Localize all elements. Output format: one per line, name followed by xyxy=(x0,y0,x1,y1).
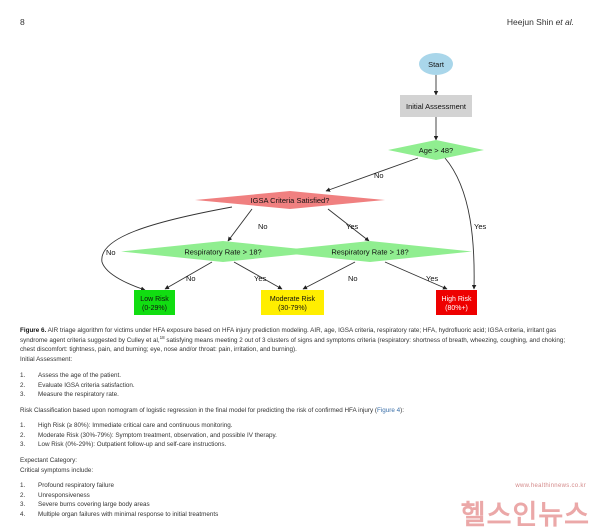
edge-label-rr-right-yes: Yes xyxy=(426,274,438,283)
flowchart-edges xyxy=(101,75,477,291)
assessment-box xyxy=(400,95,472,117)
list-item: 2.Unresponsiveness xyxy=(20,491,90,499)
igsa-diamond xyxy=(195,191,385,209)
low-risk-title: Low Risk xyxy=(140,296,169,303)
list-item: 3.Severe burns covering large body areas xyxy=(20,501,150,508)
running-header-author: Heejun Shin et al. xyxy=(507,17,574,27)
caption-reference: 18 xyxy=(159,334,165,340)
risk-classification-list: 1.High Risk (≥ 80%): Immediate critical … xyxy=(20,421,580,450)
list-item: 2.Moderate Risk (30%-79%): Symptom treat… xyxy=(20,431,277,439)
assessment-label: Initial Assessment xyxy=(406,102,467,111)
rr-left-diamond xyxy=(121,241,325,262)
edge-igsa-yes xyxy=(327,208,370,242)
node-start: Start xyxy=(419,53,453,75)
low-risk-box xyxy=(134,290,175,315)
list-item: 1.Profound respiratory failure xyxy=(20,482,114,489)
triage-flowchart: Start Initial Assessment Age > 48? IGSA … xyxy=(101,53,486,315)
figure-caption: Figure 6. AIR triage algorithm for victi… xyxy=(20,326,576,364)
edge-igsa-no xyxy=(227,208,253,242)
expectant-heading: Expectant Category: xyxy=(20,457,78,464)
node-initial-assessment: Initial Assessment xyxy=(400,95,472,117)
edge-label-age-yes: Yes xyxy=(474,222,486,231)
age-label: Age > 48? xyxy=(419,146,453,155)
edge-igsa-no-left xyxy=(101,206,233,291)
expectant-category: Expectant Category: Critical symptoms in… xyxy=(20,456,580,475)
edge-rr-right-no xyxy=(302,261,356,290)
edge-label-igsa-no-left: No xyxy=(106,248,116,257)
list-item: 3.Low Risk (0%-29%): Outpatient follow-u… xyxy=(20,441,227,448)
node-low-risk: Low Risk (0-29%) xyxy=(134,290,175,315)
node-age-decision: Age > 48? xyxy=(388,140,484,160)
edge-age-no xyxy=(325,157,419,192)
edge-label-rr-left-no: No xyxy=(186,274,196,283)
critical-symptoms-list: 1.Profound respiratory failure 2.Unrespo… xyxy=(20,481,580,519)
rr-right-diamond xyxy=(268,241,472,262)
edge-rr-right-yes xyxy=(384,261,448,290)
risk-classification-intro: Risk Classification based upon nomogram … xyxy=(20,407,404,414)
igsa-label: IGSA Criteria Satisfied? xyxy=(251,196,330,205)
edge-label-rr-left-yes: Yes xyxy=(254,274,266,283)
high-risk-title: High Risk xyxy=(442,296,472,303)
page-number: 8 xyxy=(20,17,25,27)
figure-label: Figure 6. xyxy=(20,327,47,334)
watermark-url: www.healthinnews.co.kr xyxy=(515,483,586,489)
moderate-risk-title: Moderate Risk xyxy=(270,296,316,303)
moderate-risk-box xyxy=(261,290,324,315)
rr-left-label: Respiratory Rate > 18? xyxy=(184,248,261,257)
edge-label-rr-right-no: No xyxy=(348,274,358,283)
list-item: 1.Assess the age of the patient. xyxy=(20,372,121,379)
edge-rr-left-yes xyxy=(233,261,283,290)
list-item: 1.High Risk (≥ 80%): Immediate critical … xyxy=(20,422,233,429)
caption-text-2: satisfying means meeting 2 out of 3 clus… xyxy=(20,336,566,354)
node-rr-left-decision: Respiratory Rate > 18? xyxy=(121,241,325,262)
node-high-risk: High Risk (80%+) xyxy=(436,290,477,315)
list-item: 4.Multiple organ failures with minimal r… xyxy=(20,510,219,518)
watermark-logo: www.healthinnews.co.kr 헬스인뉴스 xyxy=(450,483,590,530)
caption-text-1: AIR triage algorithm for victims under H… xyxy=(20,327,557,344)
list-item: 2.Evaluate IGSA criteria satisfaction. xyxy=(20,381,135,389)
edge-label-age-no: No xyxy=(374,171,384,180)
moderate-risk-range: (30-79%) xyxy=(278,305,307,312)
node-moderate-risk: Moderate Risk (30-79%) xyxy=(261,290,324,315)
edge-label-igsa-yes: Yes xyxy=(346,222,358,231)
figure-4-link[interactable]: Figure 4 xyxy=(377,407,401,414)
low-risk-range: (0-29%) xyxy=(142,305,167,312)
edge-label-igsa-no: No xyxy=(258,222,268,231)
high-risk-range: (80%+) xyxy=(445,305,468,312)
start-ellipse xyxy=(419,53,453,75)
author-name: Heejun Shin xyxy=(506,17,554,27)
start-label: Start xyxy=(428,60,445,69)
list-item: 3.Measure the respiratory rate. xyxy=(20,391,119,398)
age-diamond xyxy=(388,140,484,160)
author-suffix: et al. xyxy=(555,17,574,27)
rr-right-label: Respiratory Rate > 18? xyxy=(331,248,408,257)
initial-assessment-heading: Initial Assessment: xyxy=(20,355,73,363)
edge-age-yes xyxy=(444,157,477,290)
watermark-wordmark: 헬스인뉴스 xyxy=(460,500,590,530)
high-risk-box xyxy=(436,290,477,315)
edge-rr-left-no xyxy=(164,261,213,290)
node-rr-right-decision: Respiratory Rate > 18? xyxy=(268,241,472,262)
expectant-subheading: Critical symptoms include: xyxy=(20,466,94,474)
node-igsa-decision: IGSA Criteria Satisfied? xyxy=(195,191,385,209)
assessment-steps-list: 1.Assess the age of the patient. 2.Evalu… xyxy=(20,371,580,400)
